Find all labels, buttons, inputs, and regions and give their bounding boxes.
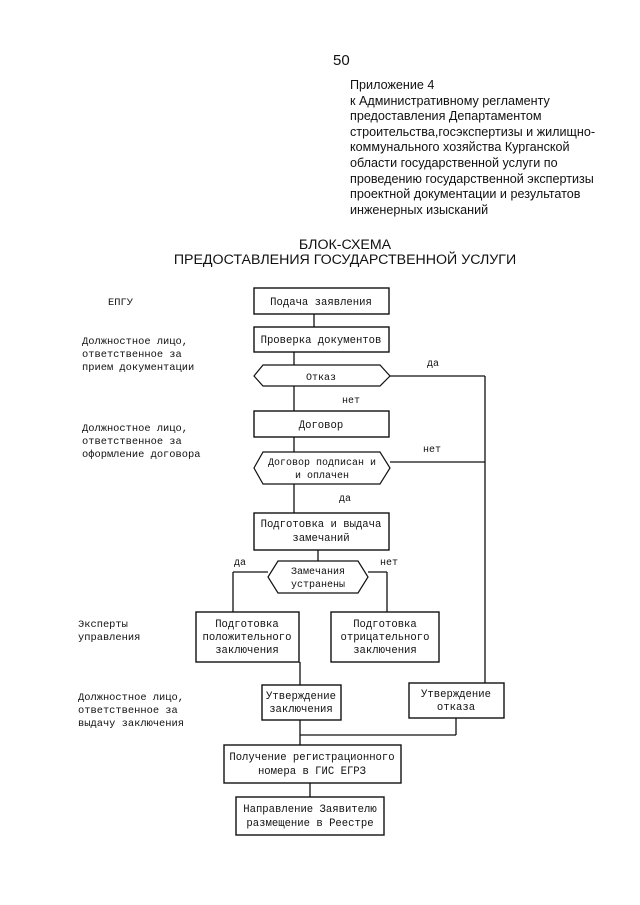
step-positive-box: Подготовка положительного заключения <box>195 611 300 663</box>
step-approve-conclusion-box: Утверждение заключения <box>261 684 342 721</box>
title-line: ПРЕДОСТАВЛЕНИЯ ГОСУДАРСТВЕННОЙ УСЛУГИ <box>173 252 517 268</box>
decision-contract-signed-label: и оплачен <box>295 471 349 482</box>
role-label: ЕПГУ <box>108 297 134 309</box>
appendix-line: к Административному регламенту <box>350 93 550 108</box>
decision-refusal: Отказ <box>253 364 391 387</box>
connectors <box>232 314 486 797</box>
step-positive-label: положительного <box>202 632 291 644</box>
step-check-label: Проверка документов <box>261 335 382 347</box>
role-label: ответственное за <box>82 436 182 448</box>
role-label: ответственное за <box>78 705 178 717</box>
role-label: управления <box>78 632 140 644</box>
appendix-line: строительства,госэкспертизы и жилищно- <box>350 124 596 139</box>
step-remarks-label: Подготовка и выдача <box>261 519 382 531</box>
step-check-box: Проверка документов <box>253 326 390 353</box>
step-registration-label: Получение регистрационного <box>229 752 394 764</box>
step-negative-label: отрицательного <box>340 632 429 644</box>
appendix-line: Приложение 4 <box>350 78 435 92</box>
step-approve-conclusion-label: заключения <box>269 704 333 716</box>
role-label: Должностное лицо, <box>82 336 188 348</box>
decision-remarks-fixed-label: Замечания <box>291 567 345 578</box>
decision-remarks-fixed: Замечания устранены <box>267 560 369 594</box>
title-line: БЛОК-СХЕМА <box>298 237 392 253</box>
decision-contract-signed: Договор подписан и и оплачен <box>253 451 391 485</box>
page-number: 50 <box>333 52 350 69</box>
role-label: ответственное за <box>82 349 182 361</box>
decision-refusal-label: Отказ <box>306 373 336 384</box>
appendix-line: инженерных изысканий <box>350 202 489 217</box>
step-negative-box: Подготовка отрицательного заключения <box>330 611 440 663</box>
step-positive-label: заключения <box>215 645 279 657</box>
appendix-note: Приложение 4 к Административному регламе… <box>350 78 630 218</box>
step-direction-box: Направление Заявителю размещение в Реест… <box>235 796 385 836</box>
decision-remarks-fixed-label: устранены <box>291 580 345 591</box>
step-positive-label: Подготовка <box>215 619 279 631</box>
branch-label: нет <box>423 445 441 456</box>
step-submit-label: Подача заявления <box>270 297 372 309</box>
step-direction-label: размещение в Реестре <box>246 818 373 830</box>
appendix-line: проведению государственной экспертизы <box>350 171 594 186</box>
branch-label: да <box>427 359 439 370</box>
step-submit-box: Подача заявления <box>253 287 390 315</box>
step-approve-refusal-label: Утверждение <box>421 689 491 701</box>
role-label: Должностное лицо, <box>78 692 184 704</box>
role-label: выдачу заключения <box>78 718 184 730</box>
step-approve-refusal-box: Утверждение отказа <box>408 682 505 719</box>
appendix-line: коммунального хозяйства Курганской <box>350 140 570 155</box>
diagram-title: БЛОК-СХЕМА ПРЕДОСТАВЛЕНИЯ ГОСУДАРСТВЕННО… <box>150 238 540 268</box>
step-negative-label: Подготовка <box>353 619 417 631</box>
step-remarks-label: замечаний <box>292 533 349 545</box>
branch-label: нет <box>380 558 398 569</box>
step-approve-refusal-label: отказа <box>437 702 475 714</box>
step-registration-label: номера в ГИС ЕГРЗ <box>258 766 366 778</box>
step-approve-conclusion-label: Утверждение <box>266 691 336 703</box>
appendix-line: предоставления Департаментом <box>350 109 542 124</box>
decision-contract-signed-label: Договор подписан и <box>268 458 376 469</box>
step-negative-label: заключения <box>353 645 417 657</box>
role-label: Эксперты <box>78 619 128 631</box>
branch-label: да <box>339 494 351 505</box>
step-direction-label: Направление Заявителю <box>243 804 377 816</box>
role-label: оформление договора <box>82 448 200 461</box>
branch-label: нет <box>342 396 360 407</box>
step-registration-box: Получение регистрационного номера в ГИС … <box>223 744 402 784</box>
branch-label: да <box>234 558 246 569</box>
appendix-line: области государственной услуги по <box>350 155 558 170</box>
role-label: прием документации <box>82 362 194 374</box>
appendix-line: проектной документации и результатов <box>350 187 581 202</box>
role-label: Должностное лицо, <box>82 423 188 435</box>
step-contract-label: Договор <box>299 420 344 432</box>
step-contract-box: Договор <box>253 410 390 438</box>
step-remarks-box: Подготовка и выдача замечаний <box>253 512 390 551</box>
